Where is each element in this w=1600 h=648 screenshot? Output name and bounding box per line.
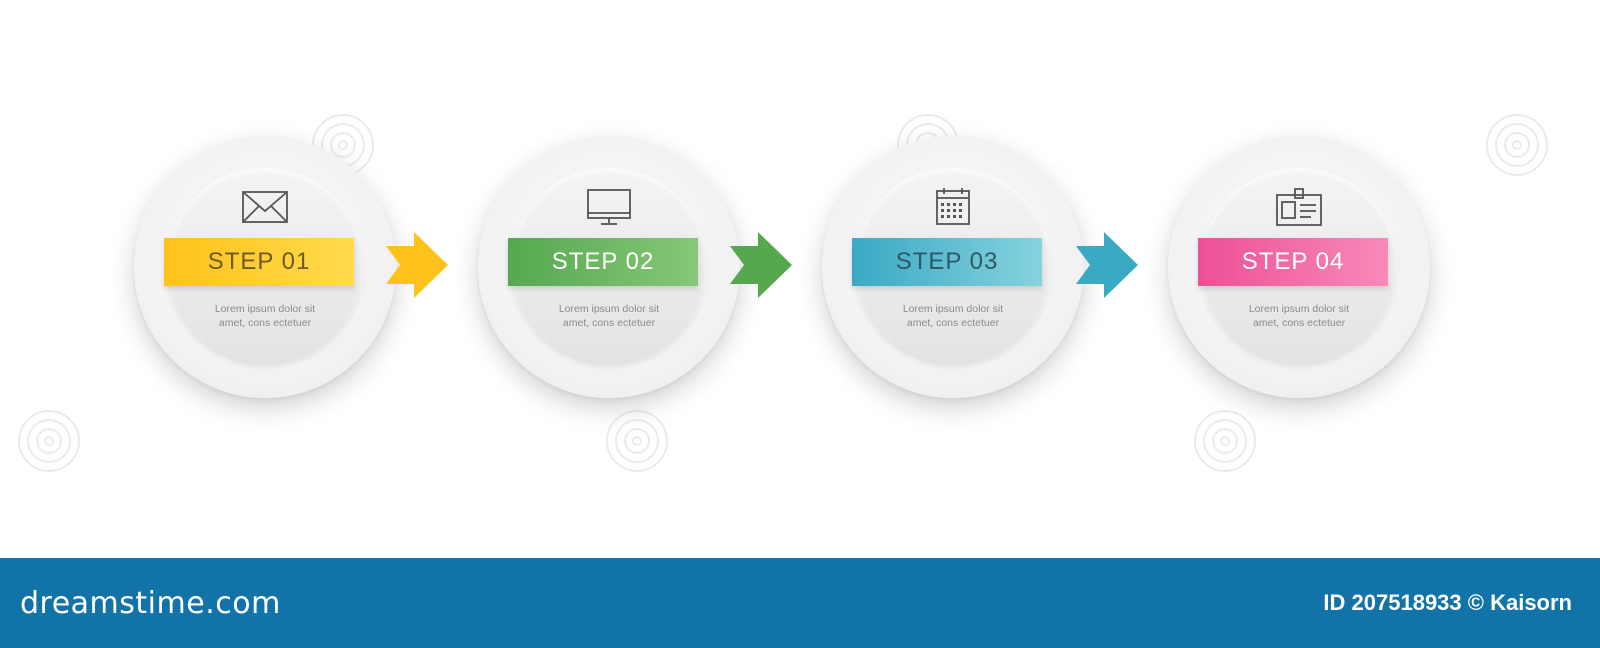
arrow-1-icon [386, 230, 452, 300]
step-03-desc-line-1: Lorem ipsum dolor sit [902, 303, 1004, 315]
envelope-icon [237, 187, 293, 227]
step-02-label-band: STEP 02 [508, 238, 698, 286]
step-01-desc-line-1: Lorem ipsum dolor sit [214, 303, 316, 315]
step-03-circle: STEP 03 Lorem ipsum dolor sit amet, cons… [822, 136, 1084, 398]
step-04-circle: STEP 04 Lorem ipsum dolor sit amet, cons… [1168, 136, 1430, 398]
step-02-description: Lorem ipsum dolor sit amet, cons ectetue… [528, 302, 690, 330]
step-03-label: STEP 03 [895, 248, 999, 275]
image-credit: ID 207518933 © Kaisorn [1323, 590, 1572, 615]
step-04-desc-line-1: Lorem ipsum dolor sit [1248, 303, 1350, 315]
step-01-circle: STEP 01 Lorem ipsum dolor sit amet, cons… [134, 136, 396, 398]
step-03-desc-line-2: amet, cons ectetuer [906, 317, 1000, 329]
watermark-logo-icon [1194, 410, 1256, 472]
step-01-description: Lorem ipsum dolor sit amet, cons ectetue… [184, 302, 346, 330]
step-03-description: Lorem ipsum dolor sit amet, cons ectetue… [872, 302, 1034, 330]
calendar-icon [925, 187, 981, 227]
step-04-description: Lorem ipsum dolor sit amet, cons ectetue… [1218, 302, 1380, 330]
step-01-label: STEP 01 [207, 248, 311, 275]
footer-bar: dreamstime.com ID 207518933 © Kaisorn [0, 558, 1600, 648]
step-03-label-band: STEP 03 [852, 238, 1042, 286]
step-04-label-band: STEP 04 [1198, 238, 1388, 286]
step-02-desc-line-1: Lorem ipsum dolor sit [558, 303, 660, 315]
watermark-logo-icon [1486, 114, 1548, 176]
step-04-desc-line-2: amet, cons ectetuer [1252, 317, 1346, 329]
step-02-desc-line-2: amet, cons ectetuer [562, 317, 656, 329]
step-04-label: STEP 04 [1241, 248, 1345, 275]
monitor-icon [581, 187, 637, 227]
infographic-canvas: STEP 01 Lorem ipsum dolor sit amet, cons… [18, 114, 1548, 472]
step-02-label: STEP 02 [551, 248, 655, 275]
step-01-label-band: STEP 01 [164, 238, 354, 286]
arrow-3-icon [1076, 230, 1142, 300]
watermark-logo-icon [606, 410, 668, 472]
brand-logo[interactable]: dreamstime.com [20, 586, 281, 621]
step-01-desc-line-2: amet, cons ectetuer [218, 317, 312, 329]
watermark-logo-icon [18, 410, 80, 472]
arrow-2-icon [730, 230, 796, 300]
id-card-icon [1271, 187, 1327, 227]
step-02-circle: STEP 02 Lorem ipsum dolor sit amet, cons… [478, 136, 740, 398]
